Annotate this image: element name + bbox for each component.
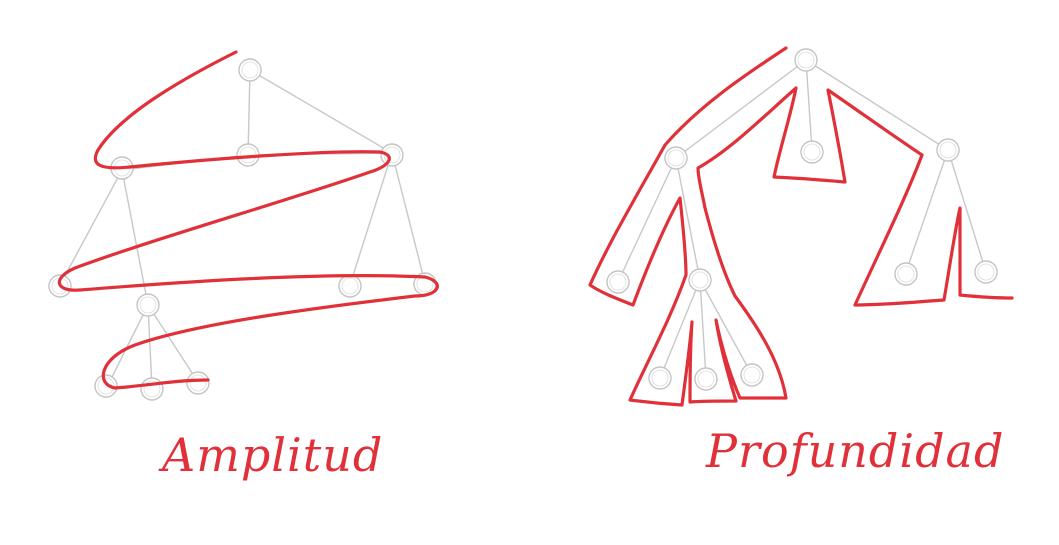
right-tree — [588, 46, 1014, 407]
tree-node — [740, 363, 764, 387]
tree-node — [136, 293, 160, 317]
depth-first-trace — [588, 46, 1014, 407]
tree-node — [380, 143, 404, 167]
tree-node — [94, 374, 118, 398]
tree-node — [606, 270, 630, 294]
caption-breadth-first: Amplitud — [162, 428, 384, 482]
tree-node — [648, 366, 672, 390]
tree-node — [800, 140, 824, 164]
right-tree-nodes — [606, 48, 998, 391]
right-tree-edges — [617, 59, 987, 379]
tree-node — [936, 138, 960, 162]
caption-depth-first: Profundidad — [706, 424, 1005, 478]
tree-node — [140, 377, 164, 401]
tree-node — [694, 367, 718, 391]
tree-node — [664, 146, 688, 170]
tree-node — [338, 274, 362, 298]
breadth-first-trace — [57, 50, 439, 390]
left-tree-edges — [59, 69, 426, 389]
left-tree-nodes — [48, 58, 437, 401]
left-tree — [48, 50, 439, 401]
tree-node — [794, 48, 818, 72]
tree-node — [894, 262, 918, 286]
tree-node — [974, 260, 998, 284]
tree-node — [238, 58, 262, 82]
tree-node — [186, 371, 210, 395]
tree-node — [688, 268, 712, 292]
tree-node — [236, 143, 260, 167]
